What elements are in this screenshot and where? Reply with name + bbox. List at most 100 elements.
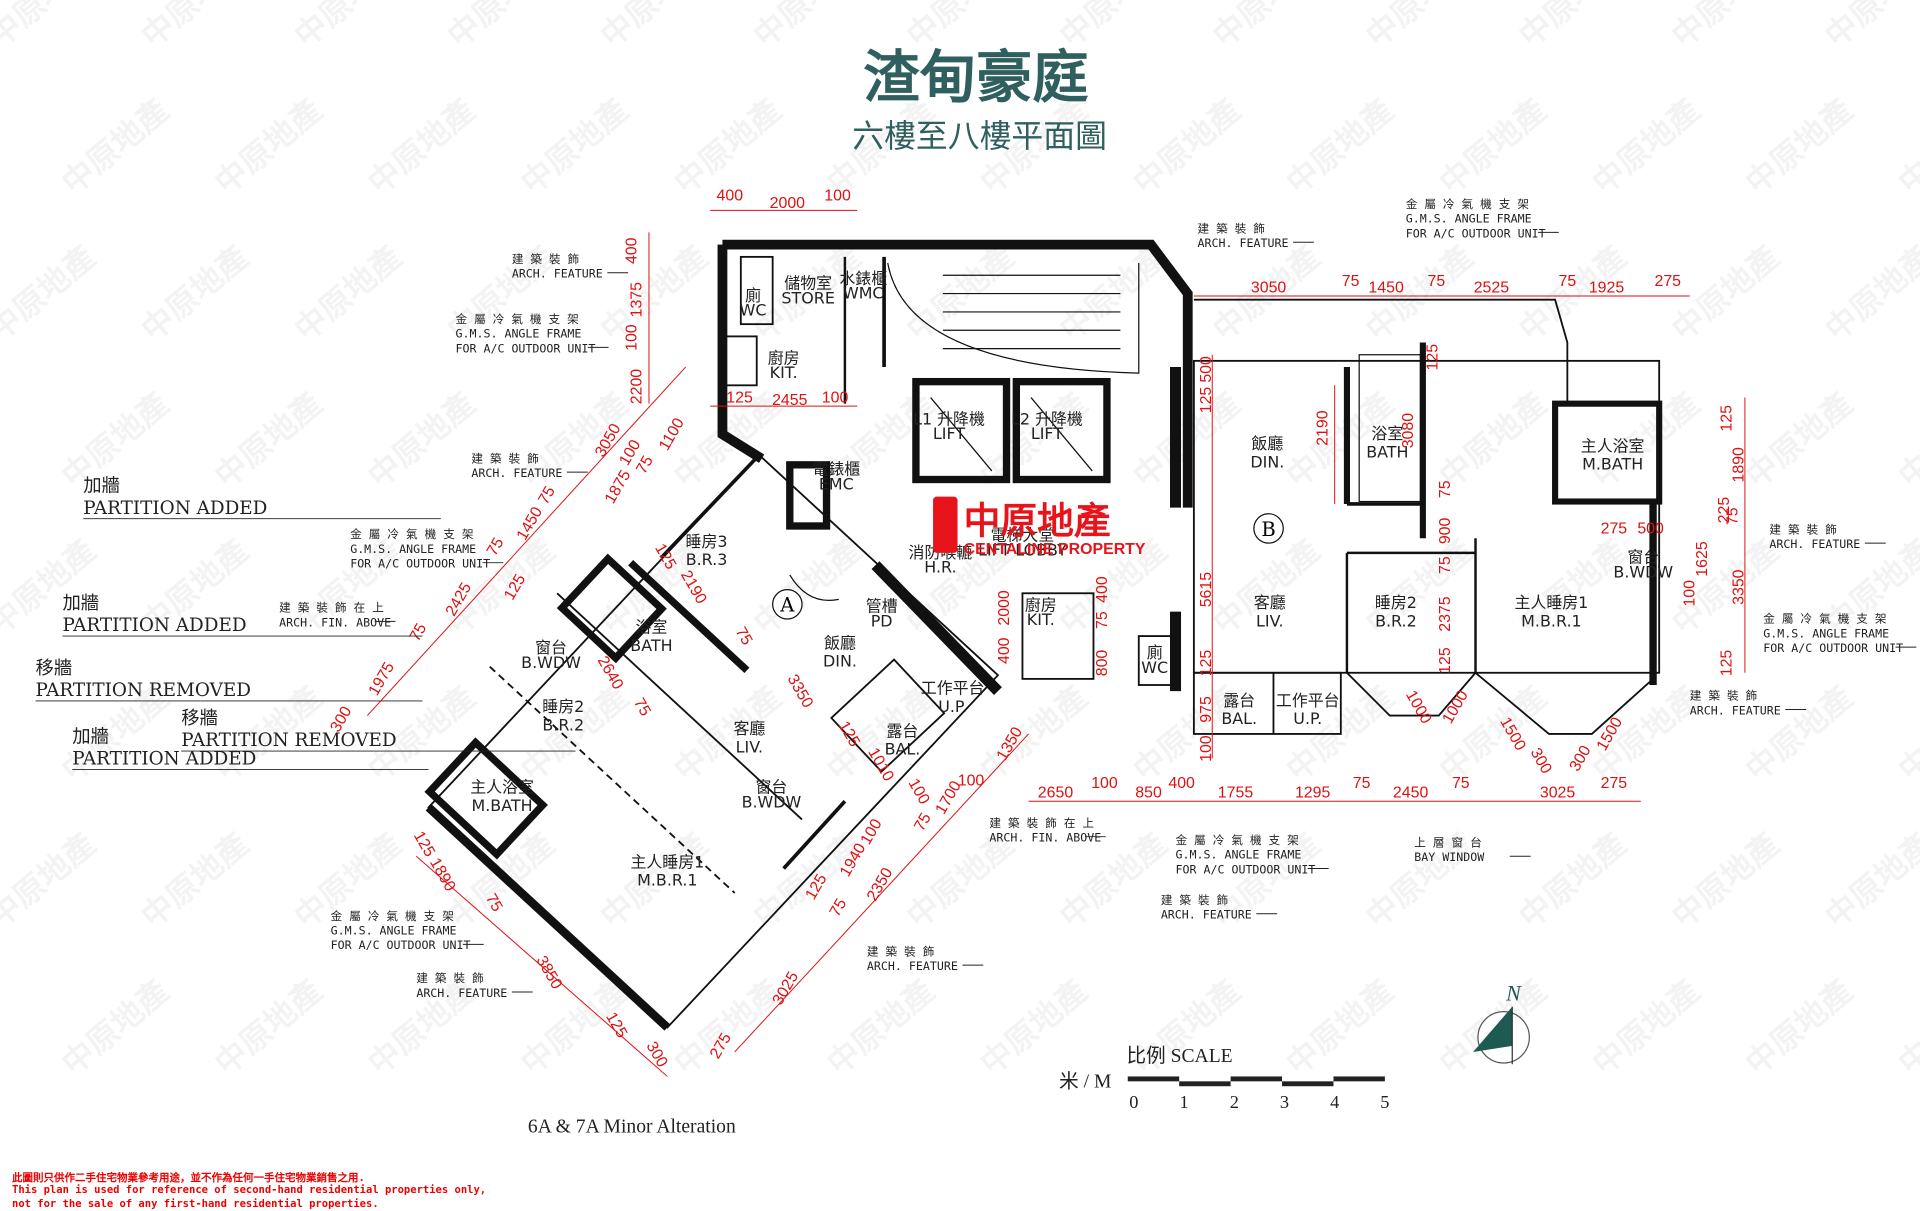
room-name-cn: 窗台 [535,638,567,657]
watermark-text: 中原地產 [360,384,482,495]
dimension-label: 3080 [1400,413,1417,449]
dimension-label: 1295 [1295,785,1331,802]
dimension-label: 75 [732,624,756,648]
annotation-cn: 建 築 裝 飾 [512,252,579,266]
room-name-en: B.R.2 [542,715,584,734]
room-name-cn: 客廳 [1254,593,1286,612]
logo-seal-icon [933,496,958,553]
dimension-label: 100 [958,772,985,789]
dimension-label: 75 [1725,507,1742,525]
dimension-label: 2640 [594,653,627,692]
watermark-text: 中原地產 [1817,825,1920,936]
dimension-label: 100 [1682,580,1699,607]
unit-b-label: B [1261,518,1275,541]
room-labels: 睡房3B.R.3浴室BATH睡房2B.R.2飯廳DIN.客廳LIV.主人浴室M.… [470,269,1673,890]
plan-caption: 6A & 7A Minor Alteration [528,1117,736,1138]
room-name-en: M.BATH [472,796,533,815]
room-name-cn: 飯廳 [824,633,856,652]
dimension-label: 2650 [1038,785,1074,802]
annotation-en: ARCH. FEATURE [1198,236,1289,250]
dimension-label: 500 [1198,356,1215,383]
room-name-cn: 廁 [1147,643,1163,662]
dimension-label: 1925 [1589,279,1625,296]
watermark-text: 中原地產 [54,91,176,202]
watermark-text: 中原地產 [1432,384,1554,495]
scale-unit: 米 / M [1059,1070,1111,1092]
dimension-label: 125 [1425,344,1442,371]
room-name-en: DIN. [1250,452,1284,471]
dimension-label: 300 [643,1039,671,1071]
watermark-text: 中原地產 [207,384,329,495]
watermark-text: 中原地產 [1432,678,1554,789]
scale-tick: 1 [1179,1092,1188,1112]
dimension-label: 100 [1198,735,1215,762]
watermark-text: 中原地產 [1585,91,1707,202]
annotation-en: G.M.S. ANGLE FRAME [331,924,457,938]
dimension-label: 2455 [772,392,808,409]
room-name-cn: L2 升降機 [1011,409,1083,428]
room-name-en: B.WDW [742,792,802,811]
dimension-label: 3350 [784,672,817,711]
room-name-cn: 廚房 [768,348,800,367]
room-name-cn: 管槽 [866,597,898,616]
room-name-en: STORE [781,288,834,307]
dimension-label: 125 [1198,650,1215,677]
dimension-label: 2000 [996,590,1013,626]
dimension-label: 100 [824,188,851,205]
room-name-cn: 主人浴室 [1581,436,1645,455]
dimension-label: 75 [630,695,654,719]
watermark-text: 中原地產 [593,0,715,55]
unit-a-marker: A [772,588,803,620]
disclaimer-cn: 此圖則只供作二手住宅物業參考用途，並不作為任何一手住宅物業銷售之用. [12,1172,365,1184]
dimension-label: 1625 [1694,541,1711,577]
room-name-en: M.B.R.1 [1521,611,1581,630]
dimension-label: 500 [1637,520,1664,537]
dimension-label: 400 [624,237,641,264]
dimension-label: 75 [1353,775,1371,792]
annotation-cn: 建 築 裝 飾 [416,971,483,985]
watermark-text: 中原地產 [1126,91,1248,202]
annotation-en: ARCH. FEATURE [471,466,562,480]
partition-note-cn: 加牆 [83,476,120,497]
room-name-en: WC [740,301,767,320]
annotation-cn: 建 築 裝 飾 [1769,522,1836,536]
watermark-text: 中原地產 [746,531,868,642]
dimension-label: 75 [407,621,431,645]
floor-subtitle: 六樓至八樓平面圖 [852,117,1107,155]
room-name-cn: 露台 [1223,691,1255,710]
walls-unit-b [1192,298,1663,735]
watermark-text: 中原地產 [1891,91,1920,202]
room-name-cn: 儲物室 [784,274,832,293]
dimension-label: 1975 [366,659,399,698]
dimension-label: 2525 [1474,279,1510,296]
dimension-label: 1875 [602,467,635,506]
room-name-en: B.R.3 [686,550,728,569]
room-name-cn: 工作平台 [1276,691,1340,710]
annotation-cn: 建 築 裝 飾 [1198,221,1265,235]
annotation-en: FOR A/C OUTDOOR UNIT [456,341,596,355]
annotation-cn: 建 築 裝 飾 [1690,689,1757,703]
dimension-label: 75 [535,484,559,508]
dimension-label: 125 [410,828,438,860]
annotation-cn: 金 屬 冷 氣 機 支 架 [350,527,474,541]
dimension-label: 3350 [1731,569,1748,605]
partition-note-en: PARTITION ADDED [83,498,267,519]
dimension-label: 125 [1718,650,1735,677]
dimension-label: 2350 [864,865,897,904]
dimension-label: 400 [1094,576,1111,603]
room-name-en: BATH [630,636,672,655]
dimension-label: 100 [624,324,641,351]
room-name-cn: 主人睡房1 [1515,593,1589,612]
room-name-cn: 客廳 [733,719,765,738]
compass-north-label: N [1505,981,1522,1006]
dimension-label: 1100 [656,415,688,453]
north-compass-icon: N [1473,981,1530,1065]
room-name-cn: 浴室 [1371,424,1403,443]
dimension-label: 75 [1558,273,1576,290]
watermark-text: 中原地產 [1664,238,1786,349]
dimension-label: 100 [822,389,849,406]
room-name-en: BAL. [1221,709,1257,728]
scale-label: 比例 SCALE [1127,1045,1233,1067]
